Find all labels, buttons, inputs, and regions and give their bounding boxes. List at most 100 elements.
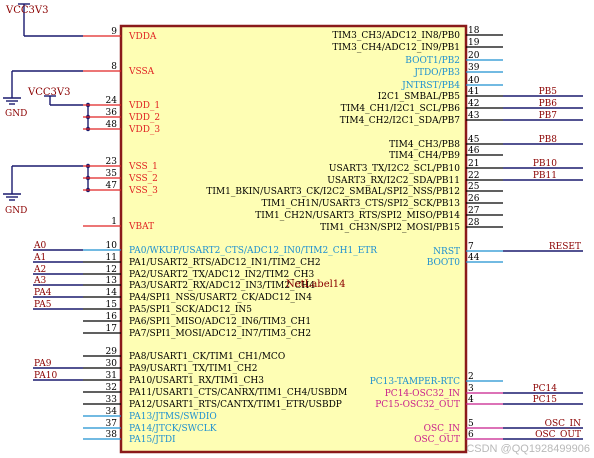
pin-name-pa1: PA1/USART2_RTS/ADC12_IN1/TIM2_CH2 xyxy=(129,258,321,268)
net-label-oscout: OSC_OUT xyxy=(535,430,581,440)
pin-name-vdd2: VDD_2 xyxy=(128,113,160,123)
pin-name-pb3: JTDO/PB3 xyxy=(413,68,460,78)
pin-name-nrst: NRST xyxy=(433,247,460,257)
pin-number-pc13: 2 xyxy=(468,372,474,382)
net-label-nrst: RESET xyxy=(549,242,581,252)
pin-number-pa4: 14 xyxy=(106,288,118,298)
pin-name-pa5: PA5/SPI1_SCK/ADC12_IN5 xyxy=(129,305,252,315)
power-wiring xyxy=(3,3,91,201)
pin-name-pc14: PC14-OSC32_IN xyxy=(385,389,460,399)
pin-number-vdda: 9 xyxy=(111,27,117,37)
pin-name-pb7: TIM4_CH2/I2C1_SDA/PB7 xyxy=(340,116,460,126)
pin-name-pb15: TIM1_CH3N/SPI2_MOSI/PB15 xyxy=(320,223,460,233)
pin-number-pb5: 41 xyxy=(468,87,479,97)
pin-number-pb6: 42 xyxy=(468,99,479,109)
pin-name-vdda: VDDA xyxy=(128,32,157,42)
pin-name-pa7: PA7/SPI1_MOSI/ADC12_IN7/TIM3_CH2 xyxy=(129,329,311,339)
gnd-label-bottom: GND xyxy=(5,206,27,216)
pin-number-pb13: 26 xyxy=(468,194,480,204)
pin-number-vss3: 47 xyxy=(106,181,118,191)
pin-number-pa14: 37 xyxy=(106,419,118,429)
net-label-pa4: PA4 xyxy=(34,288,52,298)
pin-number-vbat: 1 xyxy=(111,217,117,227)
pin-number-pa2: 12 xyxy=(106,265,117,275)
pin-number-vss1: 23 xyxy=(106,157,118,167)
net-label-pa2: A2 xyxy=(33,265,46,275)
pin-number-pb2: 20 xyxy=(468,51,480,61)
pin-name-pa4: PA4/SPI1_NSS/USART2_CK/ADC12_IN4 xyxy=(129,293,312,303)
vcc-label-mid: VCC3V3 xyxy=(27,87,70,98)
pin-number-pb9: 46 xyxy=(468,146,480,156)
net-label-pa10: PA10 xyxy=(34,371,57,381)
pin-number-pa1: 11 xyxy=(106,253,117,263)
pin-number-pc14: 3 xyxy=(468,384,474,394)
pin-name-pa6: PA6/SPI1_MISO/ADC12_IN6/TIM3_CH1 xyxy=(129,317,311,327)
pin-name-pb5: I2C1_SMBAL/PB5 xyxy=(378,92,461,102)
pin-number-vdd3: 48 xyxy=(106,120,118,130)
mcu-body xyxy=(119,24,468,454)
pin-number-pa13: 34 xyxy=(106,407,118,417)
pin-name-pb9: TIM4_CH4/PB9 xyxy=(389,151,460,161)
pin-number-oscin: 5 xyxy=(468,419,474,429)
pin-name-pb6: TIM4_CH1/I2C1_SCL/PB6 xyxy=(341,104,461,114)
pin-name-vdd3: VDD_3 xyxy=(128,125,160,135)
pin-number-vss2: 35 xyxy=(106,169,118,179)
power-labels: VCC3V3 VCC3V3 GND GND xyxy=(5,5,70,216)
net-label-oscin: OSC_IN xyxy=(545,419,581,429)
net-label-pa9: PA9 xyxy=(34,359,52,369)
pin-number-pa7: 17 xyxy=(106,324,118,334)
pin-number-pb10: 21 xyxy=(468,159,479,169)
vcc-label-top: VCC3V3 xyxy=(5,5,48,16)
pin-name-pb0: TIM3_CH3/ADC12_IN8/PB0 xyxy=(332,31,460,41)
pin-number-pb8: 45 xyxy=(468,135,480,145)
pin-number-nrst: 7 xyxy=(468,242,474,252)
pin-name-vss2: VSS_2 xyxy=(128,174,158,184)
pin-name-boot0: BOOT0 xyxy=(427,258,461,268)
pin-number-pa8: 29 xyxy=(106,347,118,357)
pin-number-pa9: 30 xyxy=(106,359,118,369)
pin-name-pb11: USART3_RX/I2C2_SDA/PB11 xyxy=(327,176,460,186)
pin-number-pa0: 10 xyxy=(106,241,118,251)
pin-name-pa8: PA8/USART1_CK/TIM1_CH1/MCO xyxy=(129,352,285,362)
pin-name-oscin: OSC_IN xyxy=(424,424,460,434)
pin-name-pb2: BOOT1/PB2 xyxy=(405,56,460,66)
pin-number-oscout: 6 xyxy=(468,430,474,440)
pin-number-pb1: 19 xyxy=(468,38,480,48)
pin-name-vss1: VSS_1 xyxy=(128,162,158,172)
pin-number-pb11: 22 xyxy=(468,171,479,181)
net-label-pa3: A3 xyxy=(33,276,46,286)
pin-number-vssa: 8 xyxy=(111,62,117,72)
net-label-pb6: PB6 xyxy=(539,99,558,109)
pin-name-pa13: PA13/JTMS/SWDIO xyxy=(129,412,217,422)
pin-number-pa10: 31 xyxy=(106,371,117,381)
net-label-pa1: A1 xyxy=(33,253,46,263)
pin-number-vdd1: 24 xyxy=(106,96,118,106)
pin-name-pb13: TIM1_CH1N/USART3_CTS/SPI2_SCK/PB13 xyxy=(262,199,461,209)
pin-name-pb4: JNTRST/PB4 xyxy=(401,81,460,91)
pin-name-pb8: TIM4_CH3/PB8 xyxy=(389,140,460,150)
pin-name-pa3: PA3/USART2_RX/ADC12_IN3/TIM2_CH4 xyxy=(129,281,315,291)
net-label-pb5: PB5 xyxy=(539,87,558,97)
pin-name-pb1: TIM3_CH4/ADC12_IN9/PB1 xyxy=(332,43,460,53)
pin-number-pb4: 40 xyxy=(468,76,480,86)
pin-number-pb12: 25 xyxy=(468,182,480,192)
pin-name-pb12: TIM1_BKIN/USART3_CK/I2C2_SMBAL/SPI2_NSS/… xyxy=(206,187,460,197)
part-label: NetLabel14 xyxy=(286,279,346,290)
pin-name-pa0: PA0/WKUP/USART2_CTS/ADC12_IN0/TIM2_CH1_E… xyxy=(129,246,377,256)
pin-name-pc13: PC13-TAMPER-RTC xyxy=(370,377,460,387)
pin-name-pa11: PA11/USART1_CTS/CANRX/TIM1_CH4/USBDM xyxy=(129,388,347,398)
pin-name-pa14: PA14/JTCK/SWCLK xyxy=(129,424,217,434)
pin-name-pa15: PA15/JTDI xyxy=(129,435,176,445)
pin-name-pa2: PA2/USART2_TX/ADC12_IN2/TIM2_CH3 xyxy=(129,270,315,280)
pin-number-pb3: 39 xyxy=(468,63,480,73)
pin-name-pb14: TIM1_CH2N/USART3_RTS/SPI2_MISO/PB14 xyxy=(255,211,460,221)
net-label-pb8: PB8 xyxy=(539,135,558,145)
pin-number-boot0: 44 xyxy=(468,253,480,263)
pin-name-pb10: USART3_TX/I2C2_SCL/PB10 xyxy=(329,164,460,174)
pin-number-pa5: 15 xyxy=(106,300,118,310)
watermark: CSDN @QQ1928499906 xyxy=(466,443,590,455)
pin-number-pc15: 4 xyxy=(468,395,474,405)
pin-number-pa6: 16 xyxy=(106,312,118,322)
